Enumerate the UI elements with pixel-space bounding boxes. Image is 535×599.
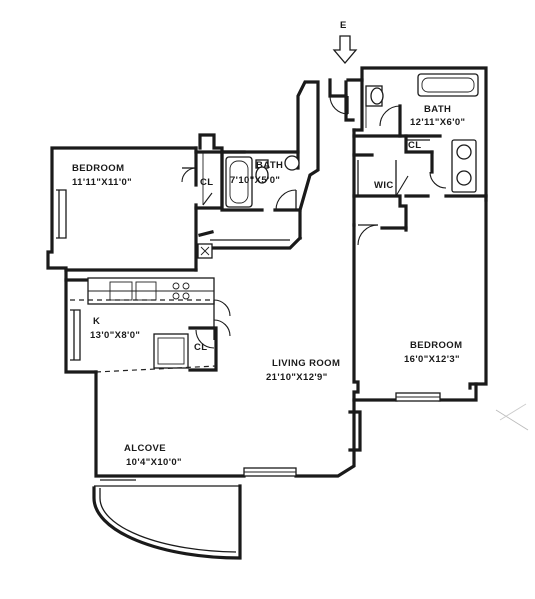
living-room-dims: 21'10"X12'9": [266, 372, 328, 383]
bath-right-name: BATH: [424, 104, 452, 115]
wic-label: WIC: [374, 180, 394, 191]
balcony: [92, 484, 242, 560]
bath-right-dims: 12'11"X6'0": [410, 117, 466, 128]
living-alcove-walls: [94, 370, 362, 481]
kitchen-name: K: [93, 316, 101, 327]
living-room-name: LIVING ROOM: [272, 358, 341, 369]
bath-center-name: BATH: [256, 160, 284, 171]
closet-right-label: CL: [408, 140, 422, 151]
alcove-dims: 10'4"X10'0": [126, 457, 182, 468]
bedroom-left-walls: [46, 133, 246, 272]
bedroom-left-dims: 11'11"X11'0": [72, 177, 133, 188]
right-bath: [346, 66, 488, 202]
wic-area: [352, 128, 488, 232]
entry-arrow-icon: [332, 35, 358, 65]
bath-center-dims: 7'10"X5'0": [230, 175, 281, 186]
bedroom-right-name: BEDROOM: [410, 340, 463, 351]
pencil-marks: [495, 403, 529, 431]
center-bath: [220, 150, 302, 212]
alcove-name: ALCOVE: [124, 443, 166, 454]
bedroom-left-name: BEDROOM: [72, 163, 125, 174]
bedroom-right-dims: 16'0"X12'3": [404, 354, 460, 365]
closet-kitchen-label: CL: [194, 342, 208, 353]
entry-corridor: [198, 78, 355, 250]
kitchen-dims: 13'0"X8'0": [90, 330, 141, 341]
kitchen: [64, 243, 231, 374]
entry-label: E: [340, 20, 347, 31]
bedroom-right-walls: [352, 194, 488, 402]
closet-left-label: CL: [200, 177, 214, 188]
